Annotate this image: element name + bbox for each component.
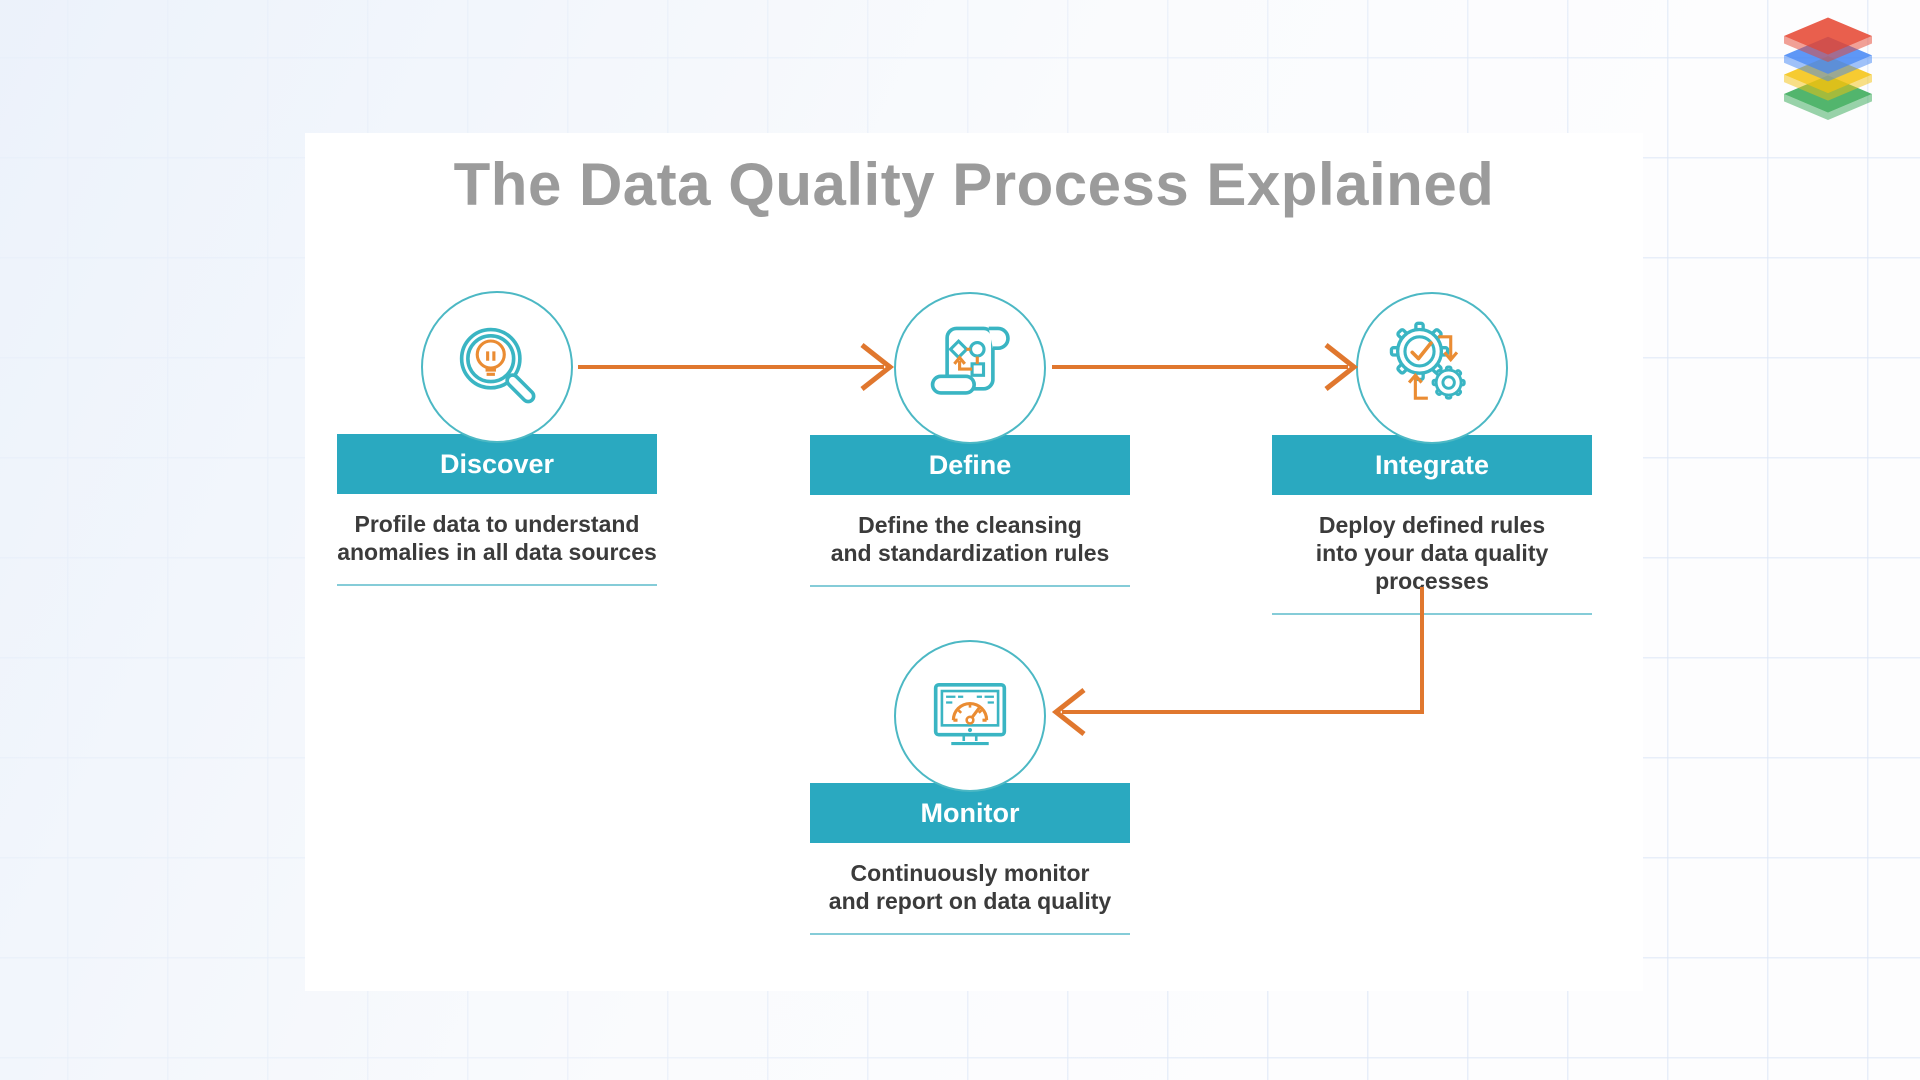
integrate-description-line2: into your data quality processes	[1315, 540, 1549, 594]
define-icon-circle	[894, 292, 1046, 444]
magnifier-lightbulb-icon	[459, 327, 536, 404]
monitor-description-line1: Continuously monitor	[850, 860, 1090, 886]
define-label-band: Define	[810, 435, 1130, 495]
integrate-underline	[1272, 613, 1592, 615]
integrate-icon-circle	[1356, 292, 1508, 444]
layered-stack-logo	[1784, 17, 1872, 120]
monitor-underline	[810, 933, 1130, 935]
scroll-flowchart-icon	[930, 326, 1010, 395]
define-description: Define the cleansing and standardization…	[810, 511, 1130, 567]
discover-description-line1: Profile data to understand	[354, 511, 640, 537]
integrate-label-band: Integrate	[1272, 435, 1592, 495]
discover-description-line2: anomalies in all data sources	[337, 539, 657, 565]
integrate-description-line1: Deploy defined rules	[1318, 512, 1546, 538]
monitor-label-band: Monitor	[810, 783, 1130, 843]
discover-label-band: Discover	[337, 434, 657, 494]
step-monitor: Monitor Continuously monitor and report …	[810, 640, 1130, 935]
integrate-description: Deploy defined rules into your data qual…	[1272, 511, 1592, 595]
monitor-icon-circle	[894, 640, 1046, 792]
discover-icon-circle	[421, 291, 573, 443]
step-discover: Discover Profile data to understand anom…	[337, 291, 657, 586]
infographic-card	[305, 133, 1643, 991]
gears-cycle-icon	[1389, 321, 1466, 400]
monitor-description-line2: and report on data quality	[828, 888, 1112, 914]
discover-description: Profile data to understand anomalies in …	[337, 510, 657, 566]
step-define: Define Define the cleansing and standard…	[810, 292, 1130, 587]
monitor-description: Continuously monitor and report on data …	[810, 859, 1130, 915]
page-title: The Data Quality Process Explained	[453, 151, 1495, 218]
step-integrate: Integrate Deploy defined rules into your…	[1272, 292, 1592, 615]
define-description-line1: Define the cleansing	[858, 512, 1082, 538]
define-description-line2: and standardization rules	[830, 540, 1110, 566]
dashboard-gauge-icon	[933, 682, 1007, 746]
define-underline	[810, 585, 1130, 587]
logo-layer-red	[1784, 17, 1872, 63]
discover-underline	[337, 584, 657, 586]
